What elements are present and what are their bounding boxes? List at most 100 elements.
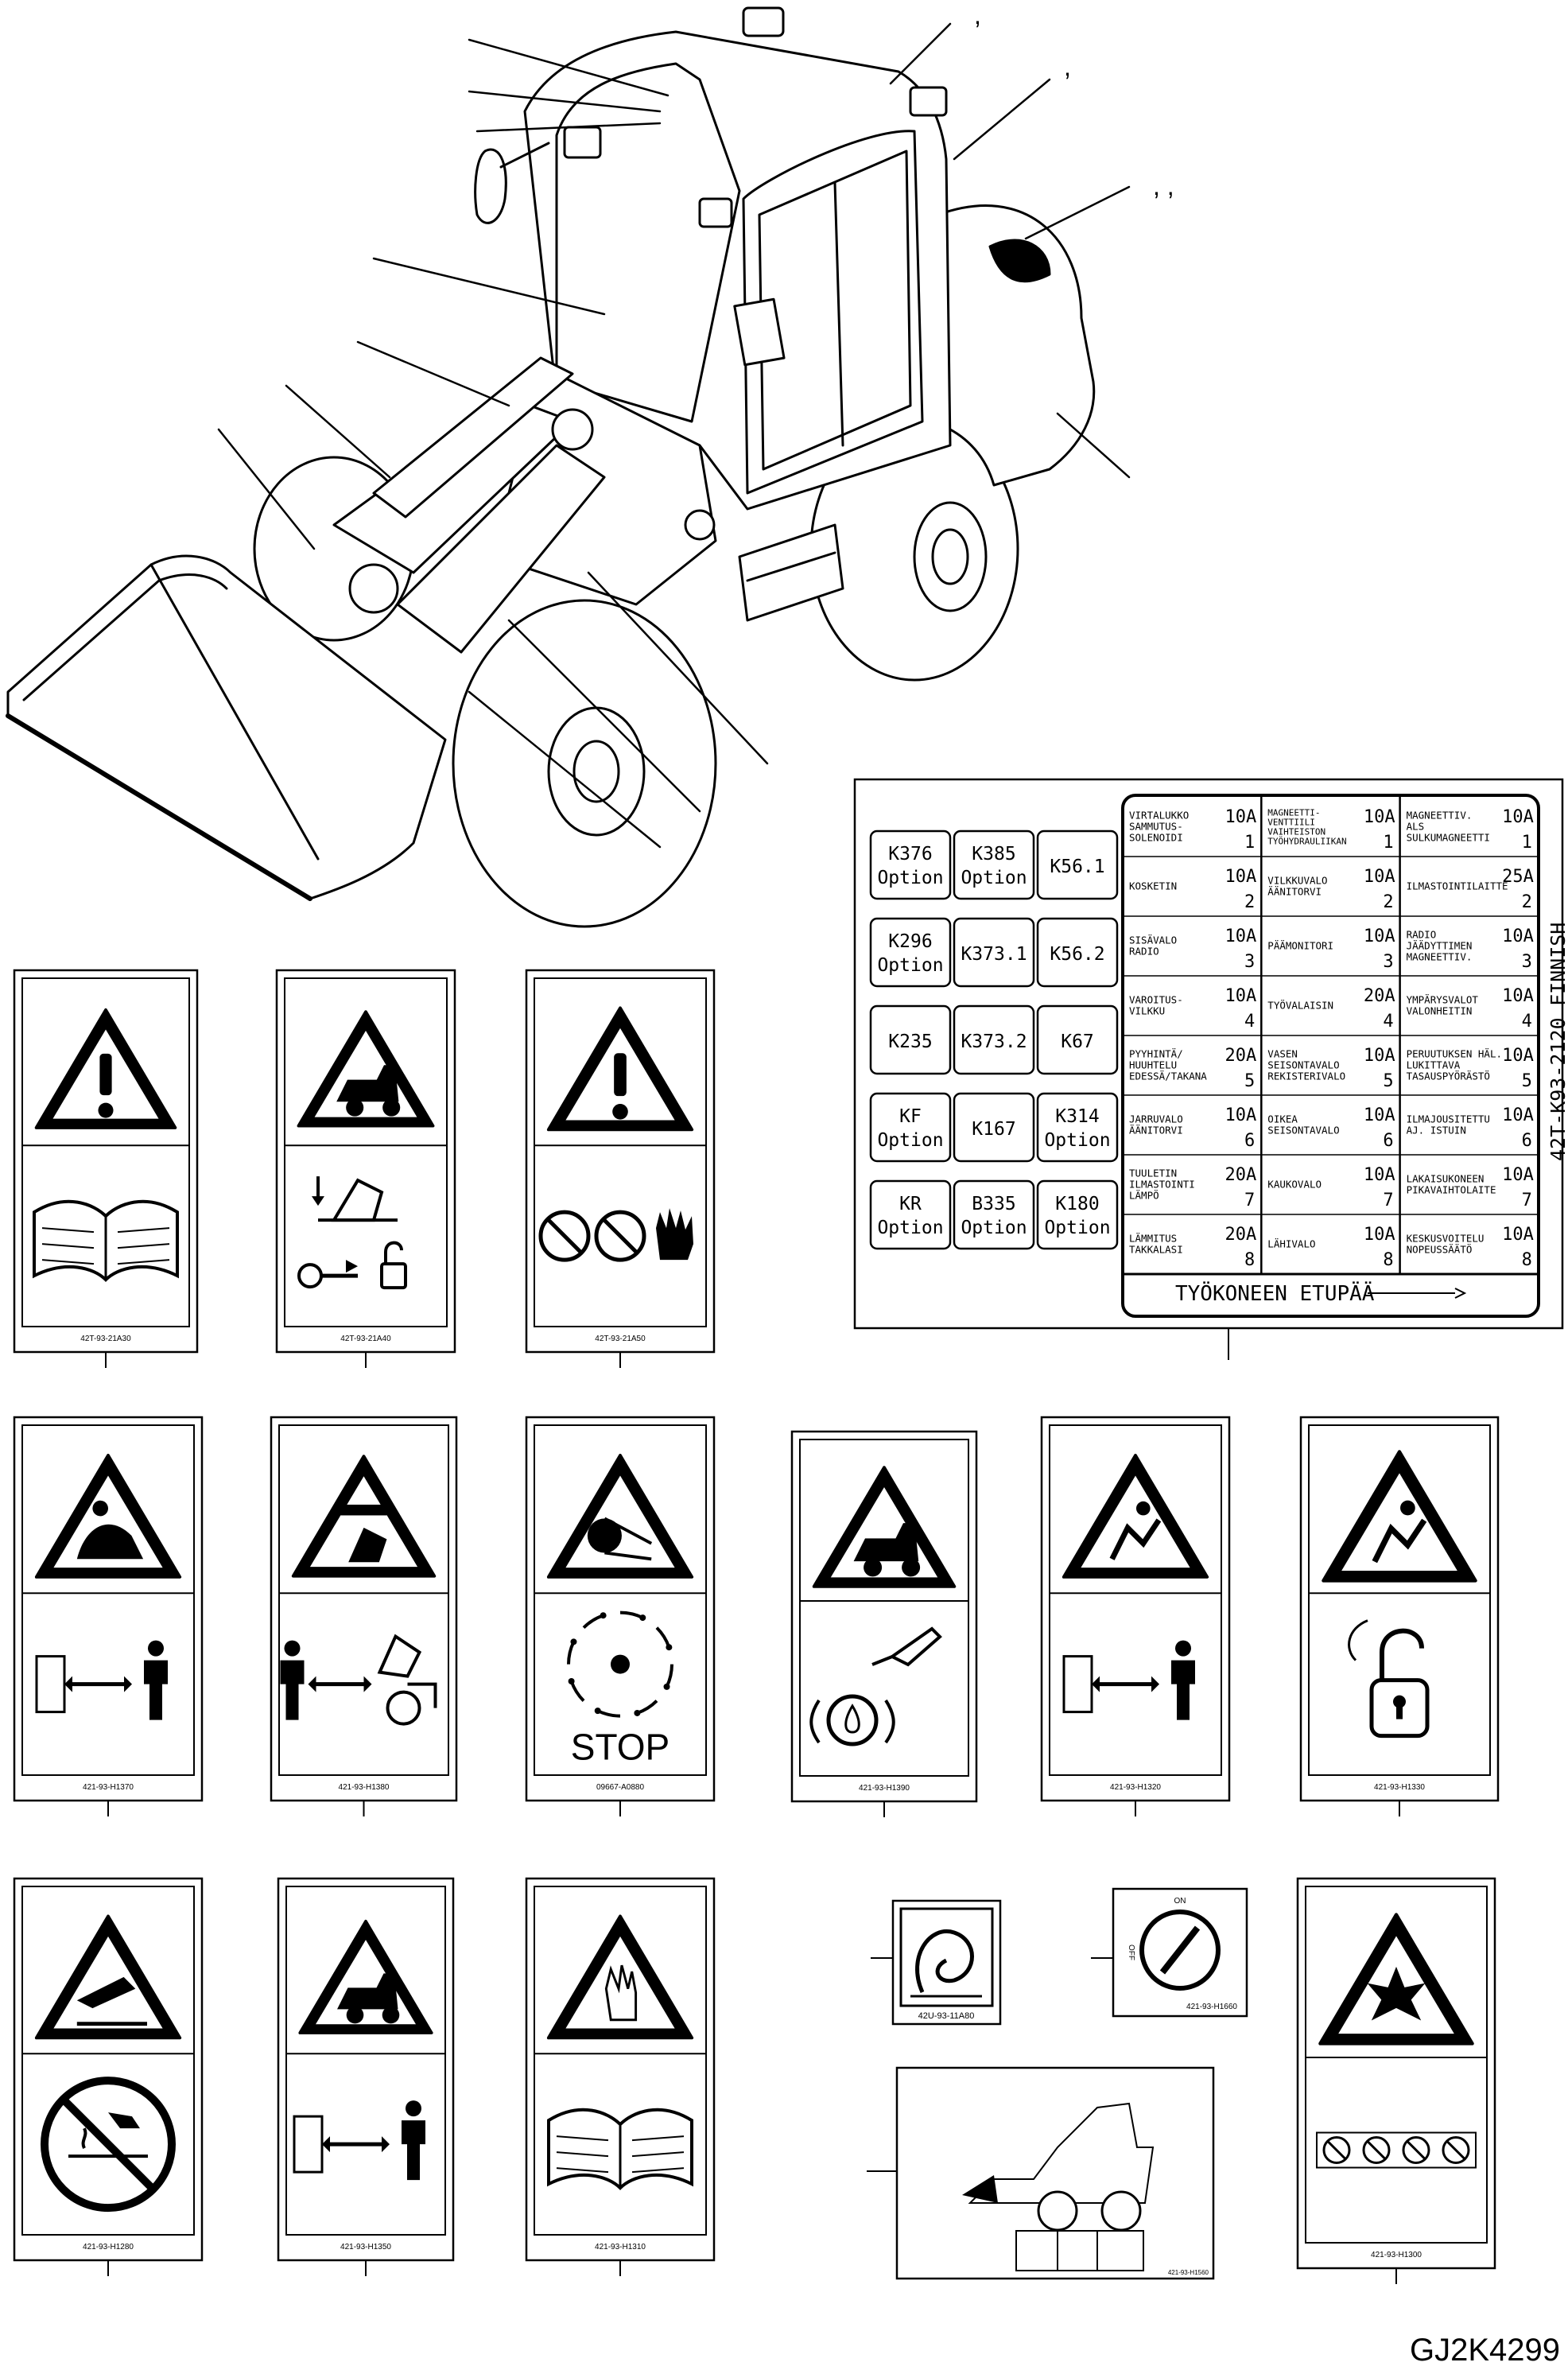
safety-decal: 421-93-H1380	[270, 1416, 458, 1816]
fuse-amperage: 10A	[1502, 1046, 1534, 1066]
hazard-icon	[1367, 1966, 1426, 2021]
relay-id: K56.2	[1050, 944, 1104, 965]
fuse-number: 8	[1522, 1250, 1532, 1270]
fuse-number: 4	[1383, 1012, 1393, 1032]
callout-mark: , ,	[1153, 172, 1174, 200]
fuse-number: 2	[1244, 892, 1255, 912]
decal-42U-93-11A80: 42U-93-11A80	[871, 1899, 1002, 2026]
fuse-amperage: 20A	[1225, 1046, 1257, 1066]
hazard-icon	[98, 1053, 114, 1118]
fuse-amperage: 25A	[1502, 867, 1534, 887]
keep-distance-icon	[35, 1640, 168, 1720]
relay-box: K56.2	[1036, 917, 1119, 988]
relay-box: K373.1	[953, 917, 1035, 988]
relay-id: KF	[899, 1106, 922, 1127]
relay-box: K67	[1036, 1004, 1119, 1075]
relay-id: K296	[888, 931, 932, 952]
fuse-number: 3	[1244, 952, 1255, 972]
fuse-amperage: 10A	[1225, 807, 1257, 827]
hazard-icon	[336, 1973, 400, 2024]
fuse-amperage: 10A	[1364, 1105, 1395, 1125]
hazard-icon	[76, 1976, 148, 2026]
fuse-number: 2	[1383, 892, 1393, 912]
safety-decal: 421-93-H1310	[525, 1877, 716, 2276]
fuse-number: 4	[1522, 1012, 1532, 1032]
safety-decal: 421-93-H1330	[1299, 1416, 1500, 1816]
fuse-number: 7	[1244, 1191, 1255, 1210]
fuse-cell: LÄHIVALO 10A 8	[1267, 1225, 1395, 1270]
keep-distance-icon	[1062, 1640, 1195, 1720]
decal-code: 42T-93-21A40	[340, 1335, 391, 1343]
decal-421-93-H1660: ON OFF 421-93-H1660	[1091, 1887, 1248, 2018]
stop-label: STOP	[571, 1727, 670, 1768]
decal-code: 42T-93-21A30	[80, 1335, 131, 1343]
decal-code: 421-93-H1390	[859, 1784, 910, 1793]
fuse-amperage: 10A	[1364, 867, 1395, 887]
fuse-label: LÄHIVALO	[1267, 1238, 1315, 1250]
fuse-number: 5	[1383, 1071, 1393, 1091]
fuse-number: 3	[1383, 952, 1393, 972]
fuse-number: 8	[1383, 1250, 1393, 1270]
fuse-number: 5	[1522, 1071, 1532, 1091]
person-bucket-icon	[280, 1634, 437, 1726]
relay-id: K180	[1055, 1194, 1099, 1214]
fuse-amperage: 10A	[1225, 1105, 1257, 1125]
decal-code: 421-93-H1320	[1110, 1783, 1161, 1792]
fuse-number: 1	[1244, 833, 1255, 853]
drawing-code: GJ2K4299	[1410, 2333, 1560, 2368]
decal-code: 421-93-H1330	[1374, 1783, 1425, 1792]
fuse-amperage: 10A	[1364, 1225, 1395, 1245]
safety-decal: 421-93-H1300	[1296, 1877, 1496, 2284]
safety-decal: 421-93-H1390	[790, 1430, 978, 1817]
safety-decal: 421-93-H1320	[1040, 1416, 1231, 1816]
fuse-label: VAROITUS-VILKKU	[1129, 994, 1183, 1017]
relay-box: K56.1	[1036, 830, 1119, 900]
relay-id: K56.1	[1050, 857, 1104, 877]
relay-id: KR	[899, 1194, 922, 1214]
safety-decal: 42T-93-21A50	[525, 969, 716, 1368]
fuse-amperage: 10A	[1502, 927, 1534, 946]
relay-option: Option	[877, 1130, 943, 1151]
decal-code: 421-93-H1660	[1186, 2003, 1237, 2011]
decal-code: 421-93-H1310	[595, 2243, 646, 2252]
fuse-amperage: 20A	[1225, 1225, 1257, 1245]
fuse-number: 1	[1522, 833, 1532, 853]
fuse-number: 1	[1383, 833, 1393, 853]
decal-code: 421-93-H1280	[83, 2243, 134, 2252]
prohibition-icons	[1316, 2131, 1477, 2169]
lock-bucket-icon	[297, 1176, 407, 1290]
relay-option: Option	[961, 1218, 1027, 1238]
callout-mark: ,	[1064, 52, 1071, 81]
decal-code: 421-93-H1560	[1168, 2269, 1209, 2276]
safety-decal: 421-93-H1370	[13, 1416, 204, 1816]
hazard-icon	[76, 1500, 144, 1560]
hazard-icon	[853, 1523, 921, 1577]
fuse-label: PÄÄMONITORI	[1267, 940, 1333, 952]
hazard-icon	[1109, 1501, 1162, 1560]
fuse-amperage: 10A	[1502, 807, 1534, 827]
